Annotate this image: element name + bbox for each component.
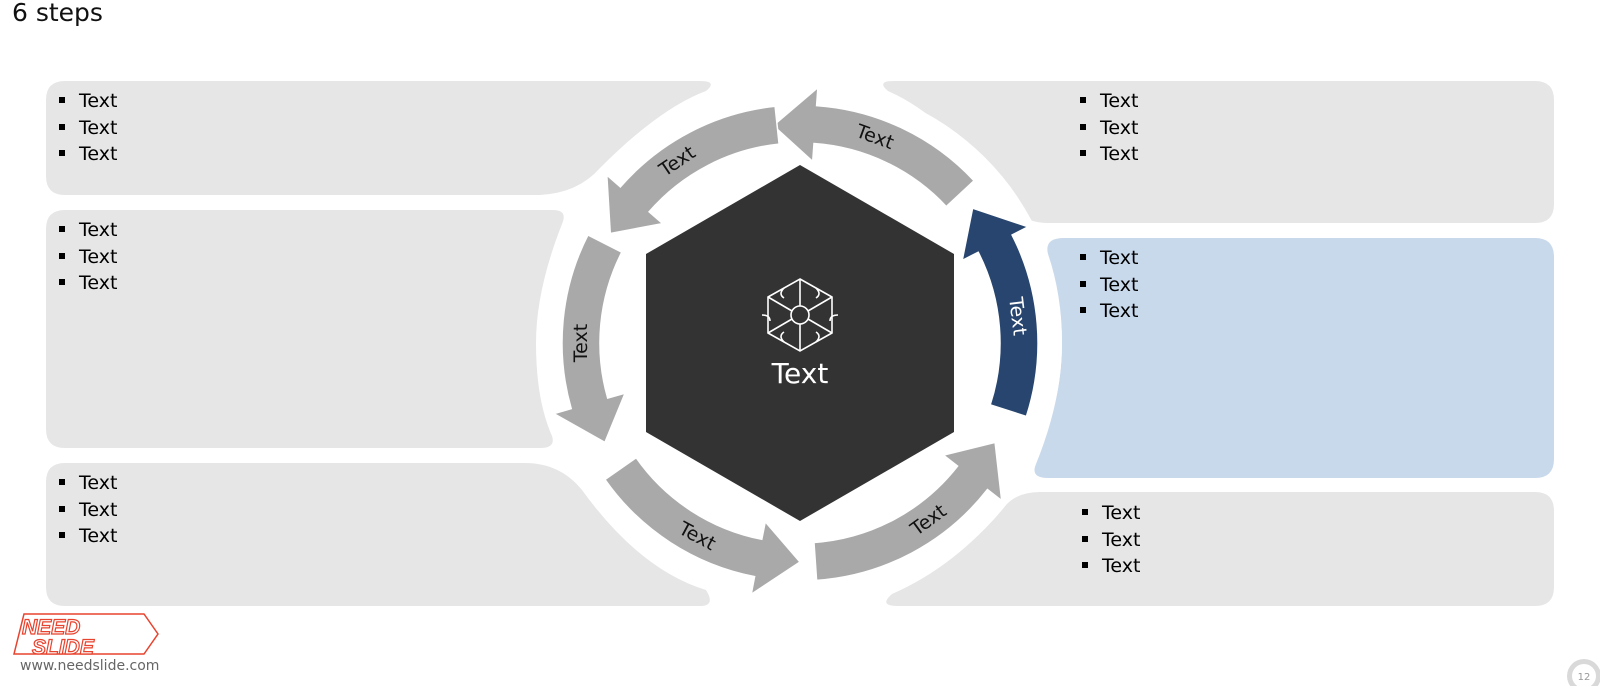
panel-middle-right: [1034, 238, 1554, 478]
bullets-top-right: Text Text Text: [1080, 88, 1138, 168]
needslide-logo: NEED SLIDE: [13, 613, 159, 660]
slide-number-gear-icon: 12: [1567, 659, 1600, 686]
slide-number: 12: [1578, 672, 1591, 683]
arrow-middle-right: [961, 207, 1039, 418]
bullets-bottom-left: Text Text Text: [59, 470, 117, 550]
bullet-item: Text: [59, 115, 117, 142]
arrow-bottom-left: [603, 456, 802, 596]
bullet-item: Text: [1080, 115, 1138, 142]
bullet-item: Text: [1082, 553, 1140, 580]
logo-arrow-shape: [13, 613, 159, 655]
footer-url: www.needslide.com: [20, 658, 160, 674]
bullet-item: Text: [59, 470, 117, 497]
bullet-item: Text: [59, 141, 117, 168]
bullets-bottom-right: Text Text Text: [1082, 500, 1140, 580]
logo-line1: NEED: [22, 616, 80, 639]
logo-line2: SLIDE: [32, 636, 95, 659]
bullet-item: Text: [59, 217, 117, 244]
arrow-middle-left: [551, 233, 627, 444]
bullet-item: Text: [1080, 272, 1138, 299]
cycle-puzzle-icon: [761, 278, 839, 352]
center-label: Text: [771, 357, 829, 390]
bullet-item: Text: [59, 523, 117, 550]
bullet-item: Text: [1080, 141, 1138, 168]
panel-bottom-left: [46, 463, 710, 606]
bullet-item: Text: [59, 497, 117, 524]
bullet-item: Text: [1082, 527, 1140, 554]
arrow-label-middle-left: Text: [570, 324, 592, 363]
panel-top-left: [46, 81, 711, 195]
arrow-top-left: [605, 105, 780, 235]
panel-top-right: [883, 81, 1554, 223]
bullets-middle-right: Text Text Text: [1080, 245, 1138, 325]
bullet-item: Text: [1080, 88, 1138, 115]
bullets-middle-left: Text Text Text: [59, 217, 117, 297]
bullet-item: Text: [59, 244, 117, 271]
bullet-item: Text: [1080, 245, 1138, 272]
bullet-item: Text: [59, 88, 117, 115]
bullet-item: Text: [59, 270, 117, 297]
panel-middle-left: [46, 210, 564, 448]
arrow-bottom-right: [813, 441, 1003, 582]
slide-title: 6 steps: [12, 0, 103, 27]
arrow-label-middle-right: Text: [1004, 295, 1031, 337]
bullet-item: Text: [1082, 500, 1140, 527]
bullets-top-left: Text Text Text: [59, 88, 117, 168]
bullet-item: Text: [1080, 298, 1138, 325]
panel-bottom-right: [886, 492, 1554, 606]
